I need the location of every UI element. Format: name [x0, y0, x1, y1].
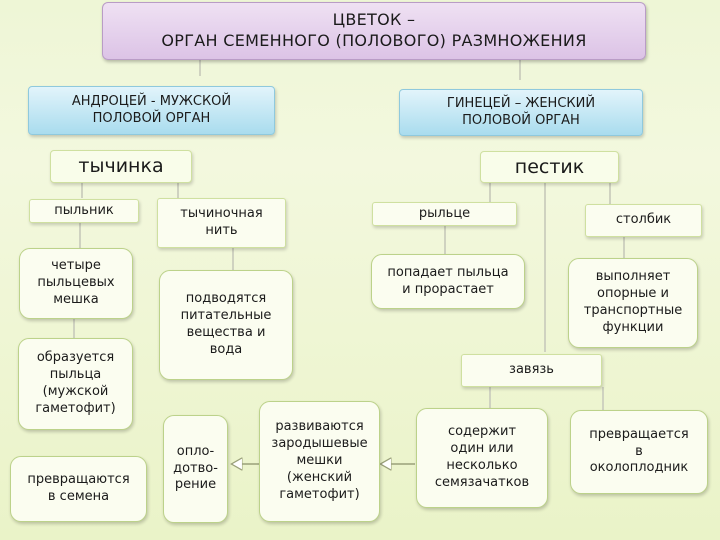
- embryo-sacs-box: развиваются зародышевые мешки (женский г…: [259, 401, 380, 522]
- nutrients-box: подводятся питательные вещества и вода: [159, 270, 293, 380]
- pollen-arrives-box: попадает пыльца и прорастает: [371, 254, 525, 309]
- fertilization-box: опло- дотво- рение: [163, 415, 228, 523]
- becomes-pericarp-box: превращается в околоплодник: [570, 410, 708, 494]
- stamen-box: тычинка: [50, 150, 192, 183]
- page-title: ЦВЕТОК – ОРГАН СЕМЕННОГО (ПОЛОВОГО) РАЗМ…: [102, 2, 646, 60]
- ovary-box: завязь: [461, 354, 602, 387]
- become-seeds-box: превращаются в семена: [10, 456, 147, 522]
- pollen-forms-box: образуется пыльца (мужской гаметофит): [18, 338, 133, 430]
- style-function-box: выполняет опорные и транспортные функции: [568, 258, 698, 348]
- style-box: столбик: [585, 204, 702, 237]
- filament-box: тычиночная нить: [157, 198, 286, 248]
- four-sacs-box: четыре пыльцевых мешка: [19, 248, 133, 319]
- anther-box: пыльник: [29, 199, 139, 223]
- androecium-box: АНДРОЦЕЙ - МУЖСКОЙ ПОЛОВОЙ ОРГАН: [28, 86, 275, 135]
- contains-ovules-box: содержит один или несколько семязачатков: [416, 408, 548, 508]
- gynoecium-box: ГИНЕЦЕЙ – ЖЕНСКИЙ ПОЛОВОЙ ОРГАН: [399, 89, 643, 136]
- stigma-box: рыльце: [372, 202, 517, 226]
- pistil-box: пестик: [480, 151, 619, 183]
